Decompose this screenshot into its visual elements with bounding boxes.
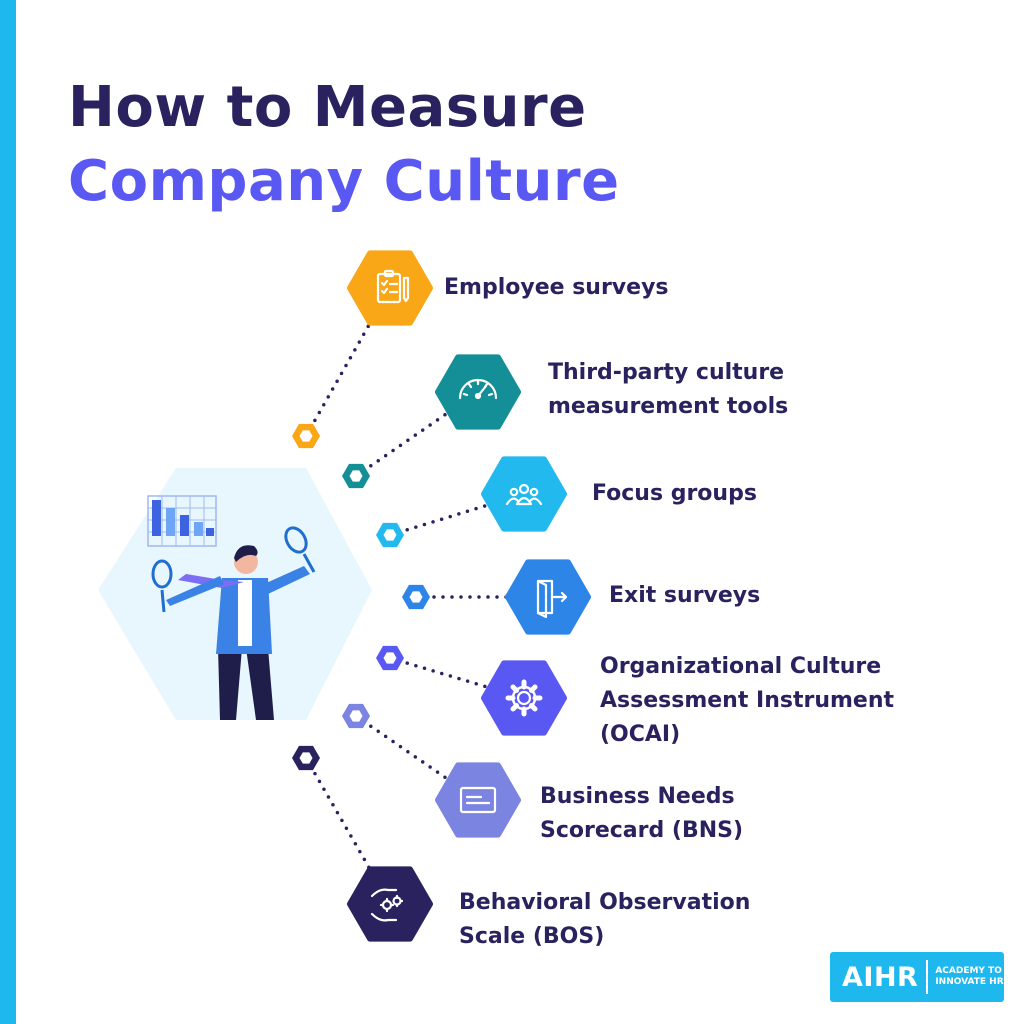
- node-hexagon-center: [349, 470, 363, 482]
- method-icon-badge: [347, 250, 433, 326]
- icon-hexagon: [505, 559, 591, 635]
- aihr-logo: AIHR ACADEMY TO INNOVATE HR: [830, 952, 1004, 1002]
- item-label-ocai: Organizational Culture Assessment Instru…: [600, 654, 895, 747]
- method-icon-badge: [435, 354, 521, 430]
- accent-side-bar: [0, 0, 16, 1024]
- analyst-illustration: [98, 468, 372, 720]
- node-hexagon-center: [349, 710, 363, 722]
- title-line-1: How to Measure: [68, 75, 587, 140]
- connector-dotted-line: [304, 756, 392, 906]
- group-people-icon: [505, 483, 543, 506]
- item-label-focus-groups: Focus groups: [592, 481, 757, 506]
- icon-hexagon: [347, 250, 433, 326]
- method-icon-badge: [347, 866, 433, 942]
- logo-divider: [926, 960, 929, 994]
- item-label-third-party-tools: Third-party culture measurement tools: [548, 360, 789, 419]
- node-hexagon-center: [299, 430, 313, 442]
- title-line-2: Company Culture: [68, 149, 620, 214]
- node-hexagon-center: [299, 752, 313, 764]
- icon-hexagon: [481, 660, 567, 736]
- item-label-bns: Business Needs Scorecard (BNS): [540, 784, 744, 843]
- icon-hexagon: [435, 762, 521, 838]
- logo-tagline: ACADEMY TO INNOVATE HR: [928, 966, 1004, 988]
- item-label-bos: Behavioral Observation Scale (BOS): [459, 890, 751, 949]
- node-hexagon-center: [383, 652, 397, 664]
- hands-gears-icon: [370, 888, 404, 922]
- item-label-employee-surveys: Employee surveys: [444, 275, 669, 300]
- person-figure: [151, 526, 316, 720]
- logo-tagline-line-2: INNOVATE HR: [935, 977, 1004, 987]
- logo-tagline-line-1: ACADEMY TO: [935, 966, 1002, 976]
- method-icon-badge: [435, 762, 521, 838]
- method-icon-badge: [481, 456, 567, 532]
- method-icon-badge: [481, 660, 567, 736]
- speedometer-icon: [458, 378, 498, 400]
- gear-icon: [505, 679, 543, 717]
- item-label-exit-surveys: Exit surveys: [609, 583, 761, 608]
- scorecard-icon: [459, 786, 497, 814]
- method-icon-badge: [505, 559, 591, 635]
- node-hexagon-center: [409, 591, 423, 603]
- bar-chart-icon: [147, 495, 217, 547]
- icon-hexagon: [435, 354, 521, 430]
- connector-dotted-line: [304, 286, 392, 438]
- logo-mark: AIHR: [842, 961, 919, 993]
- exit-door-icon: [536, 579, 568, 619]
- node-hexagon-center: [383, 529, 397, 541]
- clipboard-checklist-icon: [376, 269, 410, 304]
